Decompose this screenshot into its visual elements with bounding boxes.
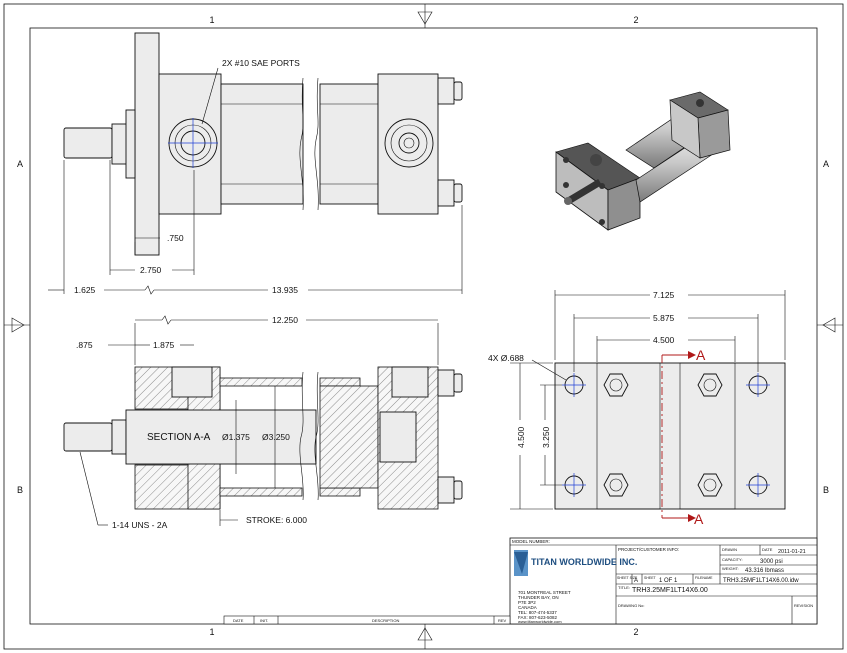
address-line-4: CANADA xyxy=(518,605,537,610)
zone-row-a-left: A xyxy=(17,159,23,169)
zone-col-2-bottom: 2 xyxy=(633,627,638,637)
weight-value: 43.316 lbmass xyxy=(745,568,784,574)
isometric-view xyxy=(555,91,731,231)
zone-markers: 1 2 1 2 A B A B xyxy=(4,4,843,649)
size-value: A xyxy=(634,578,638,584)
holes-callout: 4X Ø.688 xyxy=(488,353,524,363)
zone-col-1-top: 1 xyxy=(209,15,214,25)
rev-col-date: DATE xyxy=(233,618,244,623)
rev-col-rev: REV xyxy=(498,618,507,623)
section-view-dimensions: 12.250 .875 1.875 STROKE: 6.000 xyxy=(76,315,439,526)
date-value: 2011-01-21 xyxy=(778,549,806,555)
end-view-dimensions: 7.125 5.875 4.500 4.500 3.250 xyxy=(510,290,786,510)
drawn-label: DRAWN xyxy=(722,547,737,552)
size-label: SHEET SIZE xyxy=(617,576,638,580)
model-number-label: MODEL NUMBER: xyxy=(512,539,550,544)
dim-13935: 13.935 xyxy=(272,285,298,295)
rev-col-description: DESCRIPTION xyxy=(372,618,399,623)
dim-7125: 7.125 xyxy=(653,290,675,300)
address-line-2: THUNDER BAY, ON xyxy=(518,595,559,600)
address-line-6: FAX: 807-623-5082 xyxy=(518,615,558,620)
dim-1875: 1.875 xyxy=(153,340,175,350)
capacity-value: 3000 psi xyxy=(760,559,783,565)
outer-border xyxy=(3,3,844,650)
side-view: 2X #10 SAE PORTS xyxy=(63,32,463,256)
section-view: SECTION A-A Ø1.375 Ø3.250 1-14 UNS - 2A xyxy=(63,366,463,530)
dim-rod-diameter: Ø1.375 xyxy=(222,432,250,442)
address-line-1: 701 MONTREAL STREET xyxy=(518,590,571,595)
ports-note: 2X #10 SAE PORTS xyxy=(222,58,300,68)
end-view: A A 4X Ø.688 xyxy=(488,347,786,527)
zone-row-b-left: B xyxy=(17,485,23,495)
dim-2750: 2.750 xyxy=(140,265,162,275)
dim-750: .750 xyxy=(167,233,184,243)
dim-5875: 5.875 xyxy=(653,313,675,323)
address-line-7: www.titanworldwide.com xyxy=(518,619,562,624)
filename-value: TRH3.25MF1LT14X6.00.idw xyxy=(723,578,799,584)
zone-col-2-top: 2 xyxy=(633,15,638,25)
dim-stroke: STROKE: 6.000 xyxy=(246,515,307,525)
dim-4500-vertical: 4.500 xyxy=(516,426,526,448)
address-line-3: P7E 3P2 xyxy=(518,600,536,605)
dim-4500-horizontal: 4.500 xyxy=(653,335,675,345)
revision-label: REVISION xyxy=(794,603,813,608)
date-label: DATE xyxy=(762,547,773,552)
drawing-no-label: DRAWING No: xyxy=(618,603,645,608)
dim-bore-diameter: Ø3.250 xyxy=(262,432,290,442)
filename-label: FILENAME xyxy=(695,576,713,580)
side-view-dimensions: .750 2.750 1.625 13.935 xyxy=(48,160,463,295)
title-value: TRH3.25MF1LT14X6.00 xyxy=(632,587,708,594)
weight-label: WEIGHT: xyxy=(722,566,739,571)
section-label: SECTION A-A xyxy=(147,432,211,443)
cut-label-top: A xyxy=(696,347,706,363)
thread-callout: 1-14 UNS - 2A xyxy=(112,520,168,530)
title-block: TITAN WORLDWIDE INC. MODEL NUMBER: 701 M… xyxy=(509,537,818,625)
revision-strip: DATE INIT. DESCRIPTION REV xyxy=(223,615,511,625)
rev-col-init: INIT. xyxy=(260,618,268,623)
dim-3250-vertical: 3.250 xyxy=(541,426,551,448)
dim-12250: 12.250 xyxy=(272,315,298,325)
cut-label-bottom: A xyxy=(694,511,704,527)
sheet-value: 1 OF 1 xyxy=(659,578,678,584)
address-line-5: TEL: 807-474-5337 xyxy=(518,610,557,615)
sheet-label: SHEET xyxy=(644,576,657,580)
project-label: PROJECT/CUSTOMER INFO: xyxy=(618,547,679,552)
dim-875: .875 xyxy=(76,340,93,350)
company-name: TITAN WORLDWIDE INC. xyxy=(531,557,637,567)
zone-col-1-bottom: 1 xyxy=(209,627,214,637)
zone-row-a-right: A xyxy=(823,159,829,169)
zone-row-b-right: B xyxy=(823,485,829,495)
dim-1625: 1.625 xyxy=(74,285,96,295)
capacity-label: CAPACITY: xyxy=(722,557,743,562)
title-label: TITLE: xyxy=(618,585,630,590)
